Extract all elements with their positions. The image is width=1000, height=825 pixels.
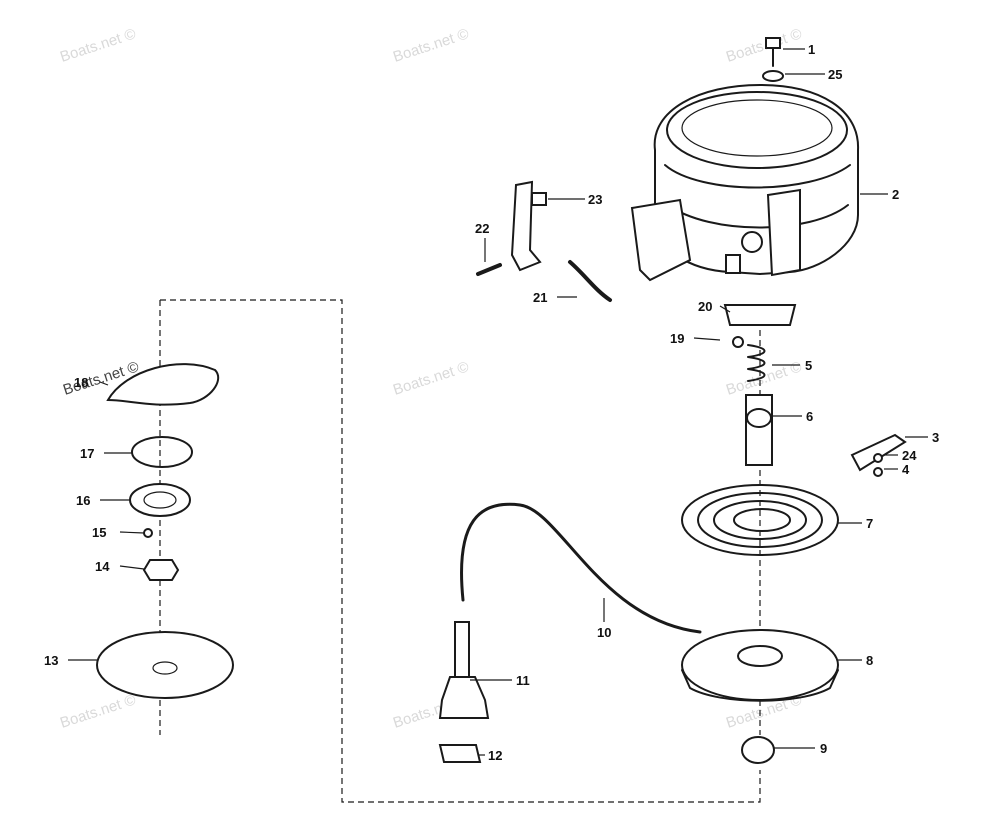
watermark-3: Boats.net © [724,25,804,65]
part-screw [732,336,744,348]
callout-21: 21 [533,290,547,305]
callout-15: 15 [92,525,106,540]
part-washer [762,70,784,82]
part-pawl-lever [510,180,547,272]
callout-19: 19 [670,331,684,346]
callout-16: 16 [76,493,90,508]
callout-25: 25 [828,67,842,82]
watermark-4: Boats.net © [391,358,471,398]
watermark-6: Boats.net © [58,691,138,731]
callout-2: 2 [892,187,899,202]
callout-11: 11 [516,673,530,688]
part-bushing [745,394,773,466]
callout-14: 14 [95,559,110,574]
part-retainer-clip [741,736,775,764]
part-pin [476,263,502,276]
callout-labels: 1 25 2 23 22 21 20 19 5 6 3 24 4 7 10 8 … [44,42,939,763]
callout-1: 1 [808,42,815,57]
part-thrust-washer [129,483,191,517]
callout-12: 12 [488,748,502,763]
part-bolt [765,37,781,67]
watermark-1: Boats.net © [58,25,138,65]
part-pawl-plate [96,631,234,699]
part-rewind-spring [681,484,839,556]
part-nut [142,559,180,581]
callout-4: 4 [902,462,910,477]
part-pulley [681,629,839,702]
part-friction-spring [106,363,220,406]
part-handle-insert [438,744,482,763]
callout-23: 23 [588,192,602,207]
callout-17: 17 [80,446,94,461]
callout-5: 5 [805,358,812,373]
part-spring-5 [747,344,766,382]
part-o-ring [131,436,193,468]
part-screw-4 [873,467,883,477]
callout-9: 9 [820,741,827,756]
callout-22: 22 [475,221,489,236]
callout-10: 10 [597,625,611,640]
part-starter-rope [460,502,702,634]
callout-6: 6 [806,409,813,424]
callout-3: 3 [932,430,939,445]
part-lockwasher [873,453,883,463]
callout-24: 24 [902,448,917,463]
callout-7: 7 [866,516,873,531]
part-screw-15 [143,528,153,538]
part-starter-handle [438,621,490,719]
callout-8: 8 [866,653,873,668]
part-plate [723,304,797,326]
part-starter-housing [630,83,860,282]
part-spring-clip [568,260,612,302]
callout-13: 13 [44,653,58,668]
callout-20: 20 [698,299,712,314]
part-pawl-bracket [850,433,907,472]
assembly-guide-line [160,299,761,803]
leader-lines [68,48,928,756]
watermark-2: Boats.net © [391,25,471,65]
callout-18: 18 [74,375,88,390]
